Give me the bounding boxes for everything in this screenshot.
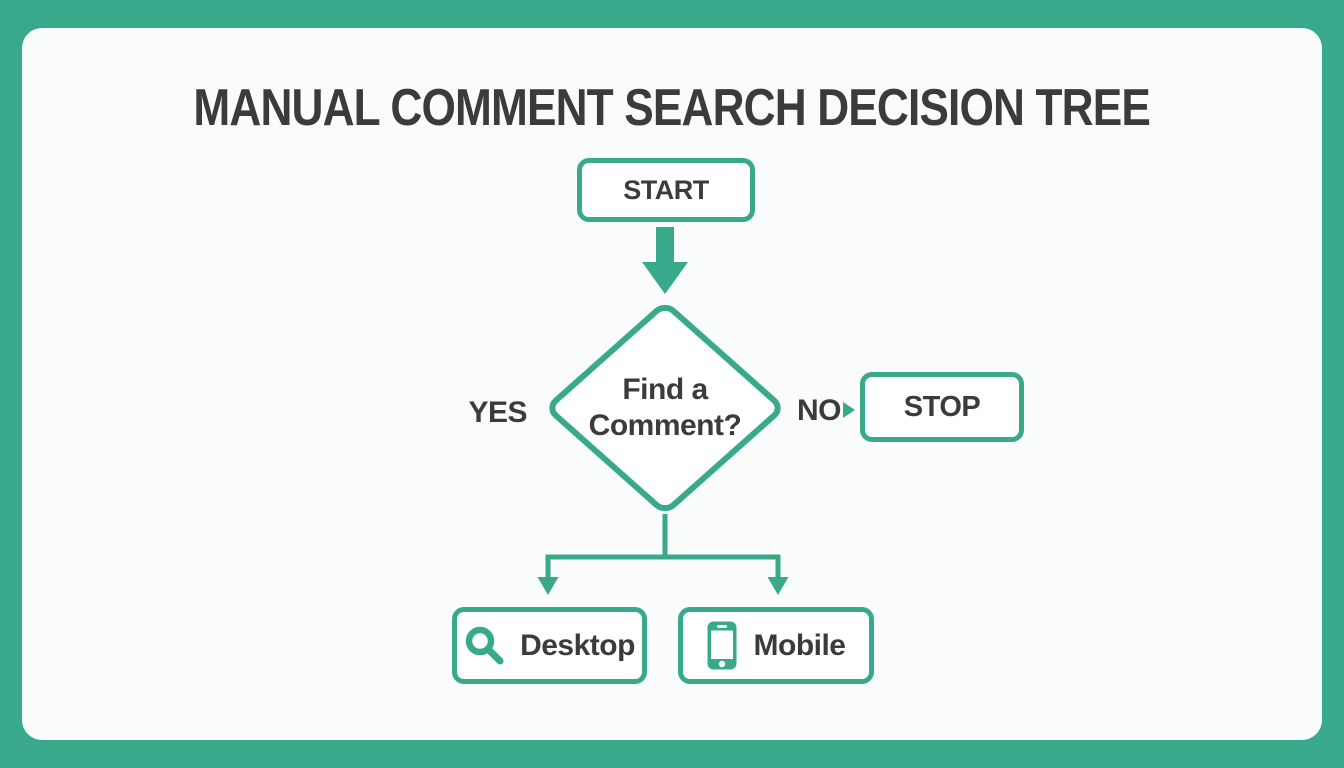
node-mobile-label: Mobile xyxy=(753,628,847,662)
node-stop-label: STOP xyxy=(903,390,981,423)
diagram-canvas: MANUAL COMMENT SEARCH DECISION TREE STAR… xyxy=(22,28,1322,740)
node-decision-label: Find a Comment? xyxy=(588,373,742,442)
page-title: MANUAL COMMENT SEARCH DECISION TREE xyxy=(22,82,1322,134)
arrowhead-mobile xyxy=(767,577,789,595)
arrowhead-no-to-stop xyxy=(843,402,855,418)
node-desktop: Desktop xyxy=(452,607,647,684)
smartphone-icon xyxy=(707,621,736,670)
decision-diamond xyxy=(547,303,782,512)
edge-label-no: NO xyxy=(797,394,842,427)
node-start: START xyxy=(577,158,755,222)
search-icon xyxy=(465,626,504,664)
connector-branches xyxy=(545,514,781,579)
node-start-label: START xyxy=(623,174,709,205)
node-mobile: Mobile xyxy=(678,607,874,684)
flow-connectors xyxy=(537,227,855,595)
arrowhead-desktop xyxy=(537,577,559,595)
edge-label-yes: YES xyxy=(468,396,527,429)
arrow-start-to-decision xyxy=(642,227,688,294)
page-title-text: MANUAL COMMENT SEARCH DECISION TREE xyxy=(193,79,1151,137)
node-stop: STOP xyxy=(860,372,1024,442)
node-desktop-label: Desktop xyxy=(520,628,635,662)
